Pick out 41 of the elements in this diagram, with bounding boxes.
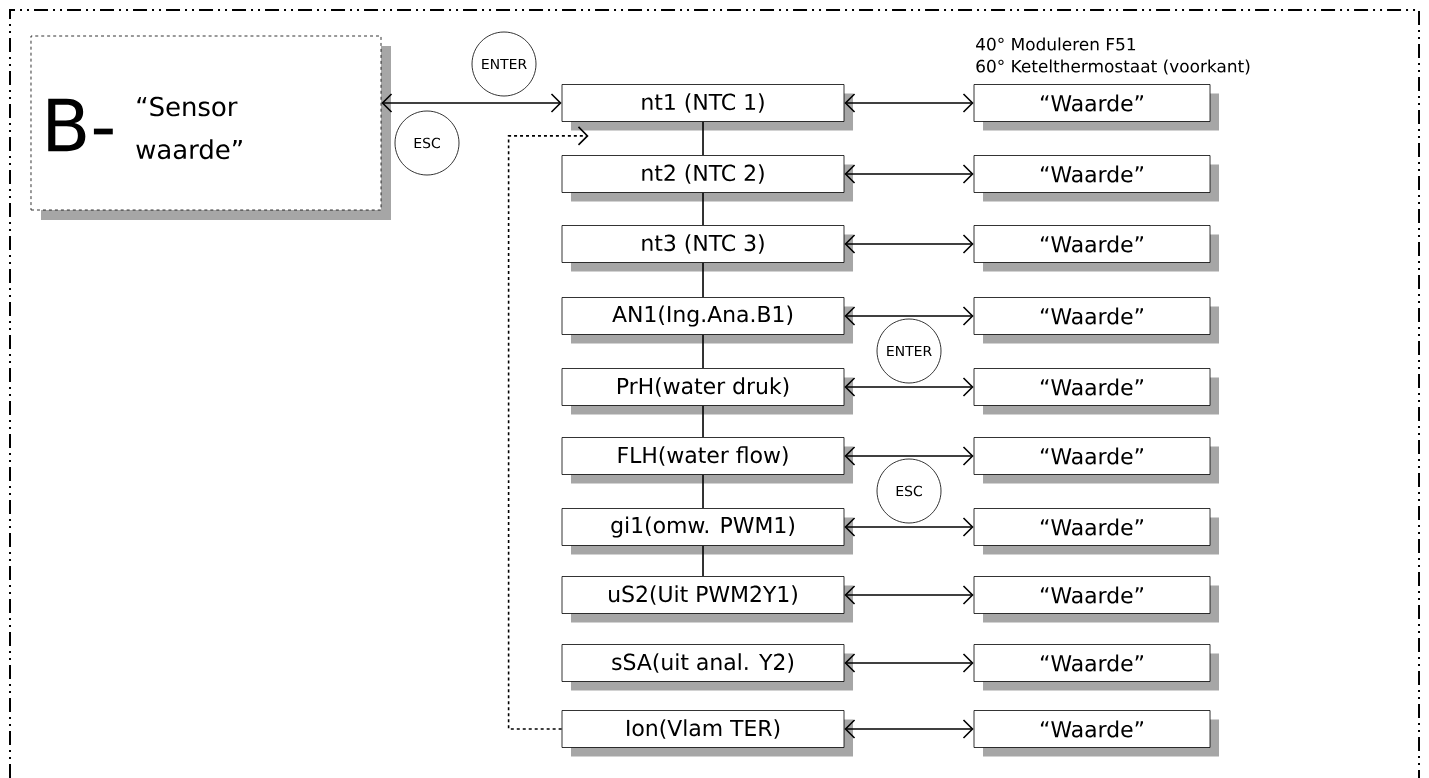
value-box: “Waarde” <box>973 225 1219 272</box>
arrow <box>844 653 974 673</box>
menu-item-box: nt3 (NTC 3) <box>561 225 853 272</box>
connector-line <box>702 334 704 369</box>
value-box: “Waarde” <box>973 710 1219 757</box>
connector-line <box>702 474 704 509</box>
note-text: 60° Ketelthermostaat (voorkant) <box>976 59 1250 75</box>
arrow <box>844 585 974 605</box>
value-box: “Waarde” <box>973 155 1219 202</box>
value-box: “Waarde” <box>973 644 1219 691</box>
menu-item-box: uS2(Uit PWM2Y1) <box>561 576 853 623</box>
arrow <box>381 93 562 113</box>
arrow <box>844 164 974 184</box>
arrow <box>507 126 589 730</box>
connector-line <box>702 405 704 438</box>
value-box: “Waarde” <box>973 437 1219 484</box>
menu-item-box: gi1(omw. PWM1) <box>561 508 853 555</box>
arrow <box>844 234 974 254</box>
arrow <box>844 377 974 397</box>
value-box: “Waarde” <box>973 297 1219 344</box>
value-box: “Waarde” <box>973 368 1219 415</box>
value-box: “Waarde” <box>973 84 1219 131</box>
arrow <box>844 306 974 326</box>
connector-line <box>702 121 704 156</box>
menu-item-box: Ion(Vlam TER) <box>561 710 853 757</box>
arrow <box>844 93 974 113</box>
menu-item-box: sSA(uit anal. Y2) <box>561 644 853 691</box>
connector-line <box>702 262 704 298</box>
value-box: “Waarde” <box>973 576 1219 623</box>
menu-item-box: AN1(Ing.Ana.B1) <box>561 297 853 344</box>
arrow <box>844 517 974 537</box>
menu-item-box: nt1 (NTC 1) <box>561 84 853 131</box>
menu-item-box: PrH(water druk) <box>561 368 853 415</box>
menu-item-box: nt2 (NTC 2) <box>561 155 853 202</box>
menu-item-box: FLH(water flow) <box>561 437 853 484</box>
connector-line <box>702 192 704 226</box>
value-box: “Waarde” <box>973 508 1219 555</box>
arrow <box>844 446 974 466</box>
note-text: 40° Moduleren F51 <box>976 37 1136 51</box>
arrow <box>844 719 974 739</box>
connector-line <box>702 545 704 577</box>
